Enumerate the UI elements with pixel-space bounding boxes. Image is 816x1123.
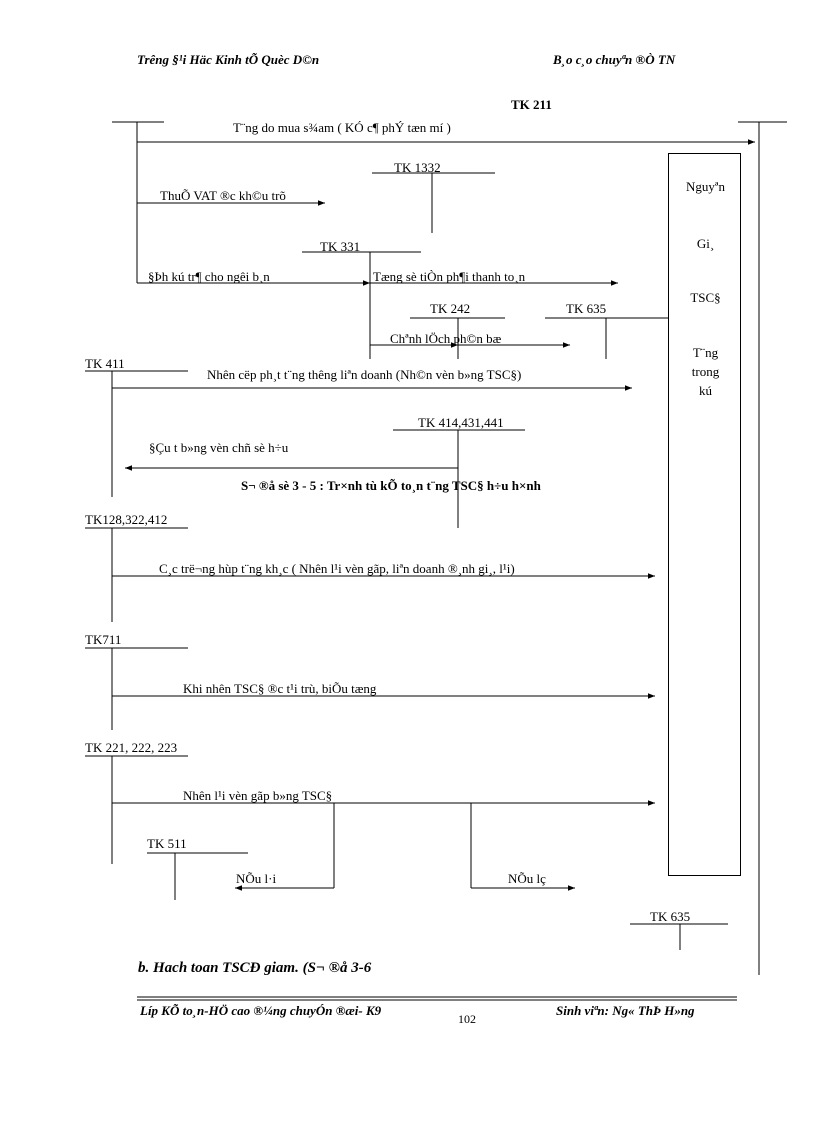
box-line-6: kú	[699, 383, 712, 398]
account-tk221: TK 221, 222, 223	[85, 740, 178, 755]
label-khi-nhan: Khi nhên TSC§ ®c t¹i trù, biÕu tæng	[183, 681, 377, 696]
box-line-2: Gi¸	[696, 236, 715, 251]
account-tk711: TK711	[85, 632, 122, 647]
account-tk635-bottom: TK 635	[650, 909, 691, 924]
label-neu-lai: NÕu l·i	[236, 871, 277, 886]
section-heading: b. Hach toan TSCĐ giam. (S¬ ®å 3-6	[138, 960, 372, 976]
label-thue-vat: ThuÕ VAT ®c kh©u trõ	[160, 188, 286, 203]
header-left: Trêng §¹i Häc Kinh tÕ Quèc D©n	[137, 52, 320, 67]
footer-left: Líp KÕ to¸n-HÖ cao ®¼ng chuyÓn ®æi- K9	[140, 1003, 382, 1018]
label-dinh-ky: §Þh kú tr¶ cho ngêi b¸n	[148, 269, 270, 284]
label-mua-sam: T¨ng do mua s¾am ( KÓ c¶ phÝ tæn mí )	[233, 120, 451, 135]
label-tang-so-tien: Tæng sè tiÒn ph¶i thanh to¸n	[373, 269, 526, 284]
account-tk635-top: TK 635	[566, 301, 607, 316]
diagram-caption: S¬ ®å sè 3 - 5 : Tr×nh tù kÕ to¸n t¨ng T…	[241, 478, 541, 493]
account-tk411: TK 411	[85, 356, 125, 371]
account-tk242: TK 242	[430, 301, 471, 316]
label-cac-truong-hop: C¸c trë¬ng hùp t¨ng kh¸c ( Nhên l¹i vèn …	[159, 561, 515, 576]
account-tk414: TK 414,431,441	[418, 415, 504, 430]
label-nhan-lai: Nhên l¹i vèn gãp b»ng TSC§	[183, 788, 333, 803]
box-line-1: Nguyªn	[686, 179, 725, 194]
account-tk211: TK 211	[511, 97, 552, 112]
account-tk1332: TK 1332	[394, 160, 441, 175]
account-tk511: TK 511	[147, 836, 187, 851]
label-neu-lo: NÕu lç	[508, 871, 546, 886]
label-nhan-cap: Nhên cëp ph¸t t¨ng thêng liªn doanh (Nh©…	[207, 367, 522, 382]
box-line-4: T¨ng	[692, 345, 719, 360]
label-dau-tu: §Çu t b»ng vèn chñ sè h÷u	[149, 440, 289, 455]
page-number: 102	[458, 1012, 476, 1026]
box-line-5: trong	[691, 364, 720, 379]
label-chenh-lech: Chªnh lÖch ph©n bæ	[390, 331, 502, 346]
footer-right: Sinh viªn: Ng« ThÞ H»ng	[556, 1003, 695, 1018]
nguyen-gia-box: Nguyªn Gi¸ TSC§ T¨ng trong kú	[668, 153, 741, 876]
account-tk128: TK128,322,412	[85, 512, 168, 527]
account-tk331: TK 331	[320, 239, 361, 254]
box-line-3: TSC§	[690, 290, 721, 305]
header-right: B¸o c¸o chuyªn ®Ò TN	[553, 52, 676, 67]
